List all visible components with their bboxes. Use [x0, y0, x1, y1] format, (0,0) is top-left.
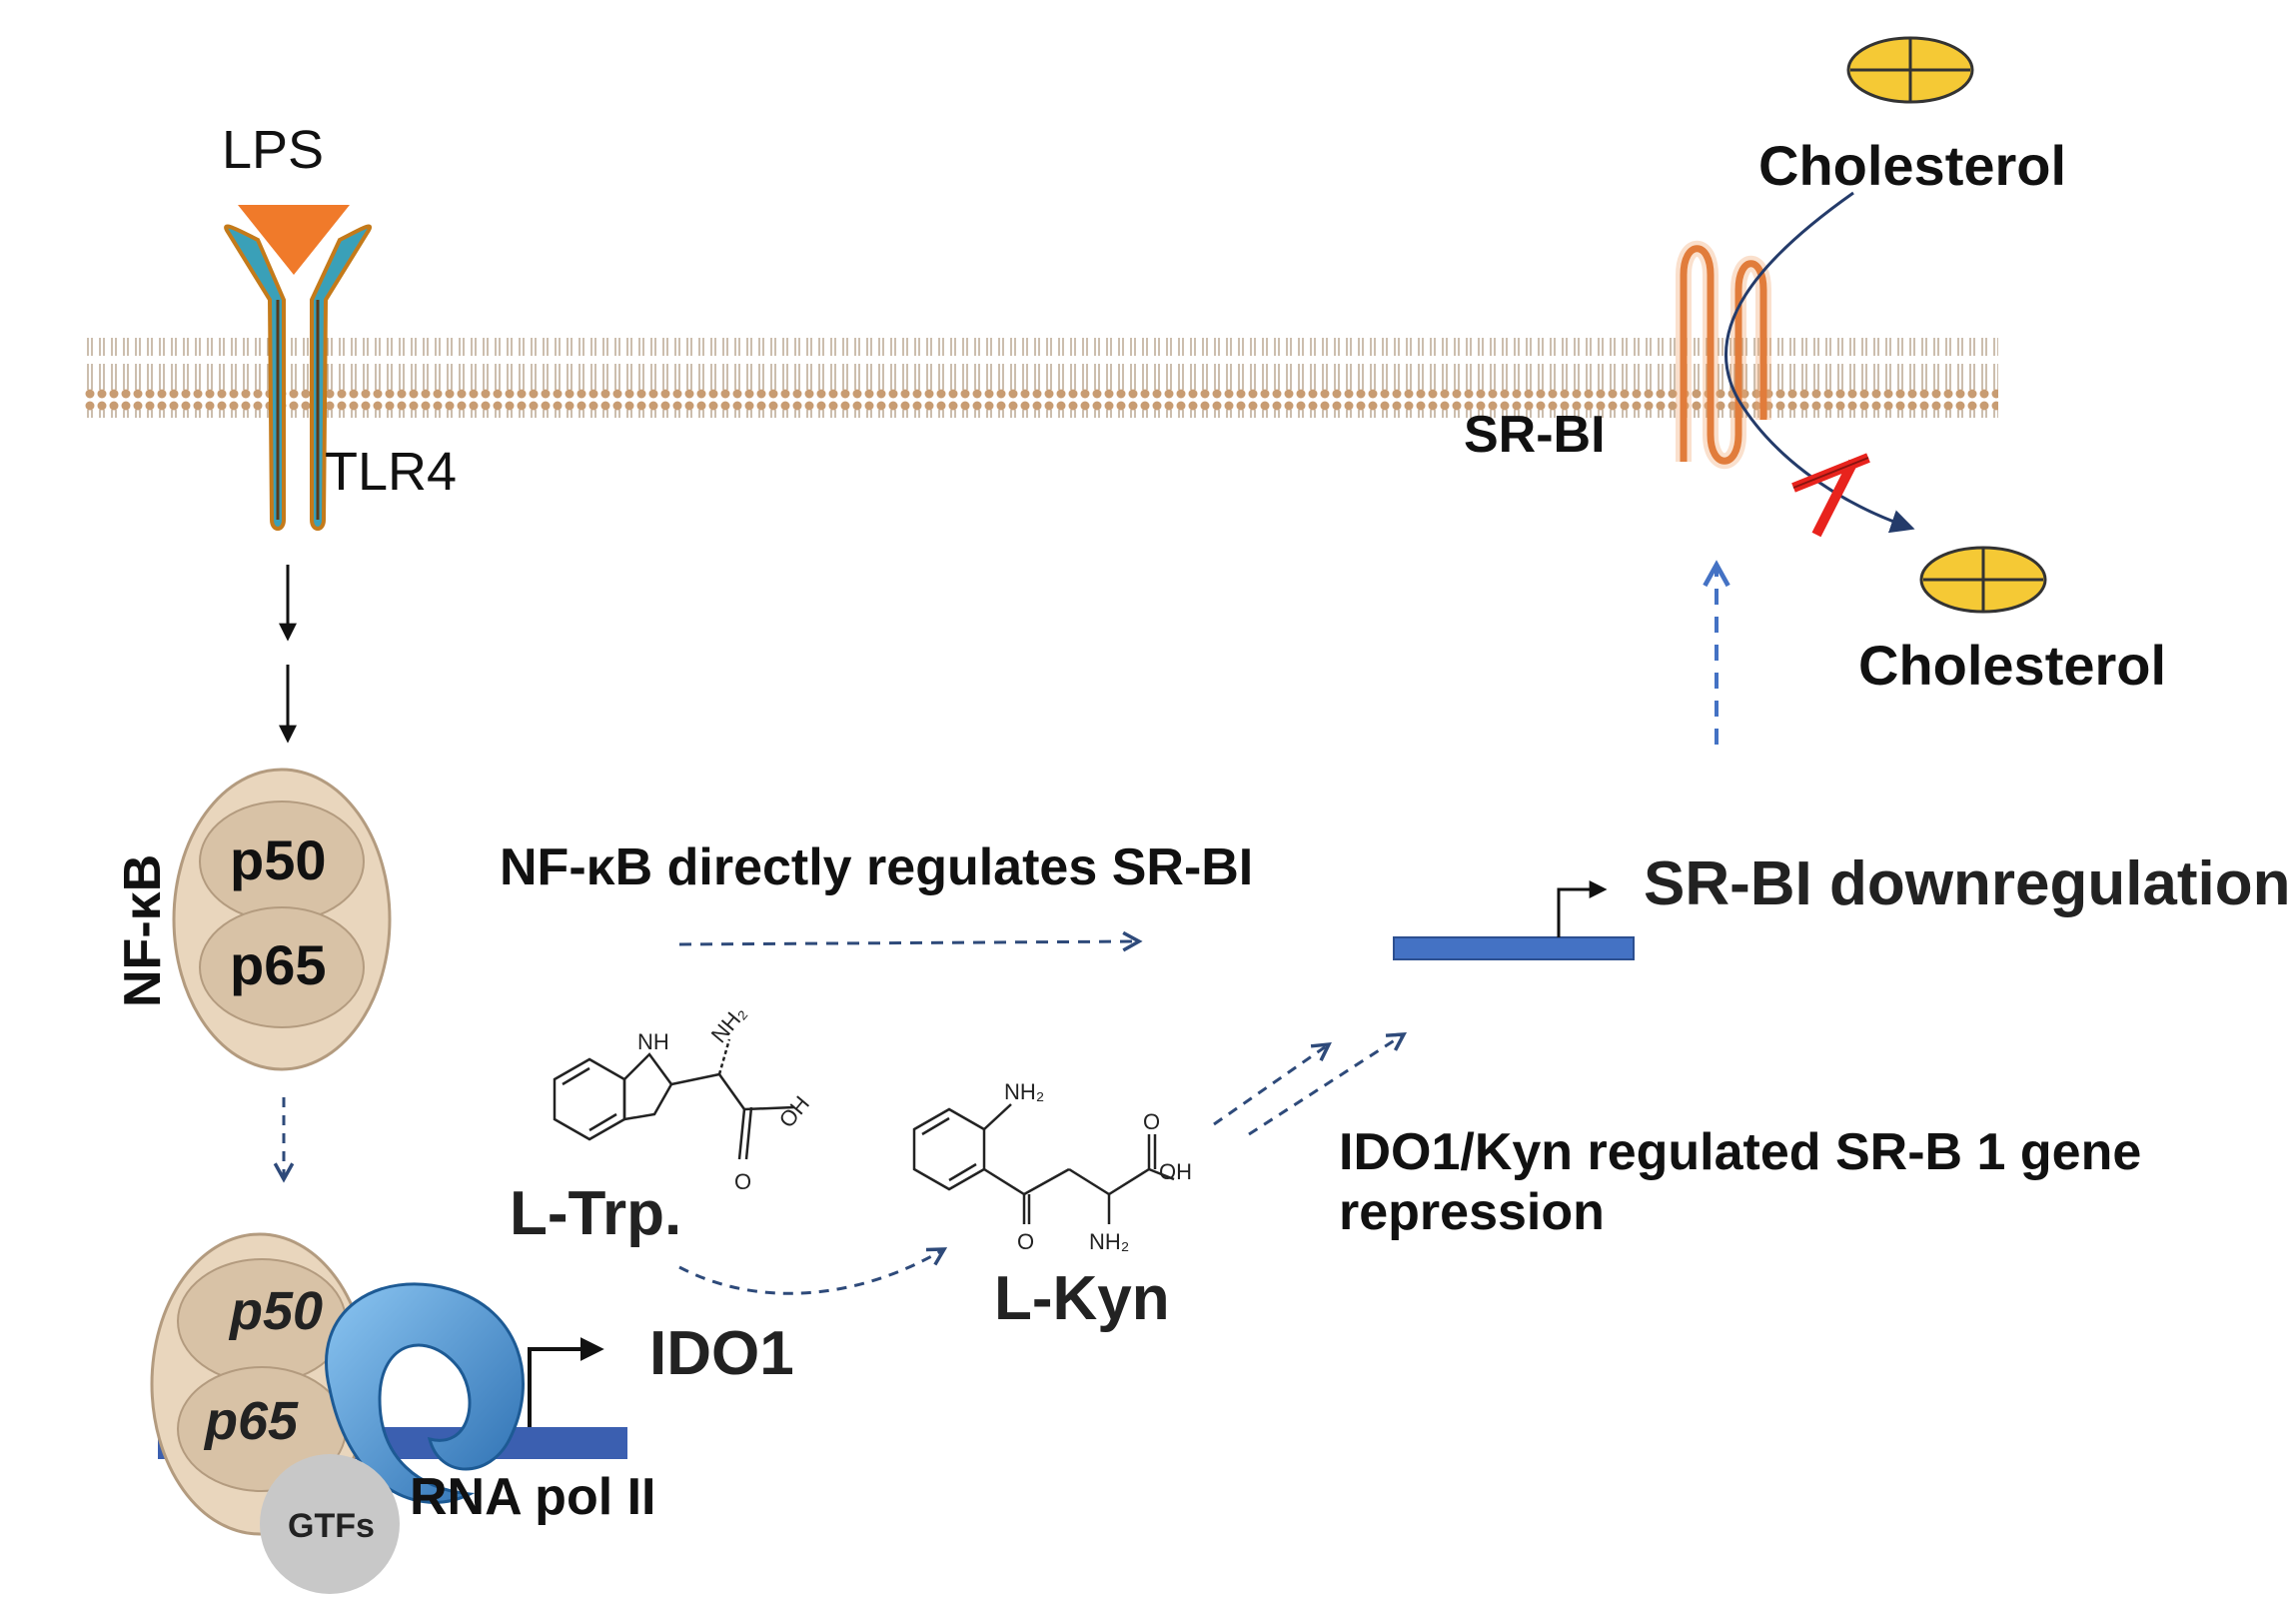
- srbi-receptor-glow: [1676, 241, 1771, 470]
- nfkb-regulates-label: NF-κB directly regulates SR-BI: [500, 838, 1253, 896]
- nfkb-regulates-arrow: [678, 941, 1139, 944]
- atom-nh2-kyn-bottom: NH₂: [1089, 1229, 1129, 1254]
- rna-pol-ii: [325, 1282, 525, 1504]
- p50-label-top: p50: [230, 828, 327, 891]
- p50-label-bottom: p50: [228, 1281, 323, 1341]
- ido1-label: IDO1: [649, 1319, 794, 1388]
- tlr4-receptor: [224, 224, 372, 531]
- srbi-downregulation-label: SR-BI downregulation: [1644, 849, 2291, 918]
- l-trp-structure: [553, 1038, 795, 1160]
- atom-o-kyn-acid: O: [1143, 1109, 1160, 1134]
- l-kyn-label: L-Kyn: [994, 1264, 1170, 1333]
- atom-nh2-kyn-top: NH₂: [1004, 1079, 1044, 1104]
- gtfs-label: GTFs: [288, 1507, 375, 1545]
- atom-nh2-trp: NH₂: [706, 1000, 751, 1047]
- ido1-kyn-label-line1: IDO1/Kyn regulated SR-B 1 gene: [1339, 1123, 2141, 1181]
- atom-nh: NH: [637, 1029, 669, 1054]
- lps-triangle: [238, 205, 350, 275]
- cholesterol-icon-top: [1846, 36, 1974, 104]
- atom-oh-kyn: OH: [1159, 1159, 1192, 1184]
- tlr4-label: TLR4: [325, 442, 457, 502]
- rna-pol-label: RNA pol II: [410, 1468, 656, 1526]
- l-trp-label: L-Trp.: [510, 1179, 681, 1248]
- kyn-regulates-arrow-2: [1248, 1034, 1404, 1136]
- cell-membrane: [85, 338, 1998, 418]
- cholesterol-label-bottom: Cholesterol: [1858, 634, 2166, 697]
- nfkb-label: NF-κB: [114, 854, 172, 1007]
- ido1-kyn-label-line2: repression: [1339, 1183, 1605, 1241]
- atom-o-trp: O: [734, 1169, 751, 1194]
- srbi-receptor: [1680, 245, 1767, 465]
- uptake-blocked-x: [1791, 453, 1870, 538]
- atom-o-kyn: O: [1017, 1229, 1034, 1254]
- lps-label: LPS: [222, 120, 324, 180]
- ido1-tss-arrow: [528, 1337, 604, 1427]
- l-kyn-structure: [912, 1103, 1175, 1224]
- cholesterol-icon-bottom: [1919, 546, 2047, 614]
- srbi-gene-bar: [1393, 936, 1635, 960]
- srbi-tss-arrow: [1557, 880, 1608, 937]
- srbi-label: SR-BI: [1464, 406, 1606, 464]
- gtfs-circle: [260, 1454, 400, 1594]
- nfkb-complex: [172, 768, 392, 1071]
- atom-oh-trp: OH: [774, 1091, 814, 1132]
- trp-to-kyn-arrow: [678, 1249, 944, 1295]
- kyn-regulates-arrow-1: [1213, 1044, 1329, 1126]
- p65-label-bottom: p65: [203, 1391, 299, 1451]
- cholesterol-label-top: Cholesterol: [1758, 134, 2066, 197]
- p65-label-top: p65: [230, 933, 327, 996]
